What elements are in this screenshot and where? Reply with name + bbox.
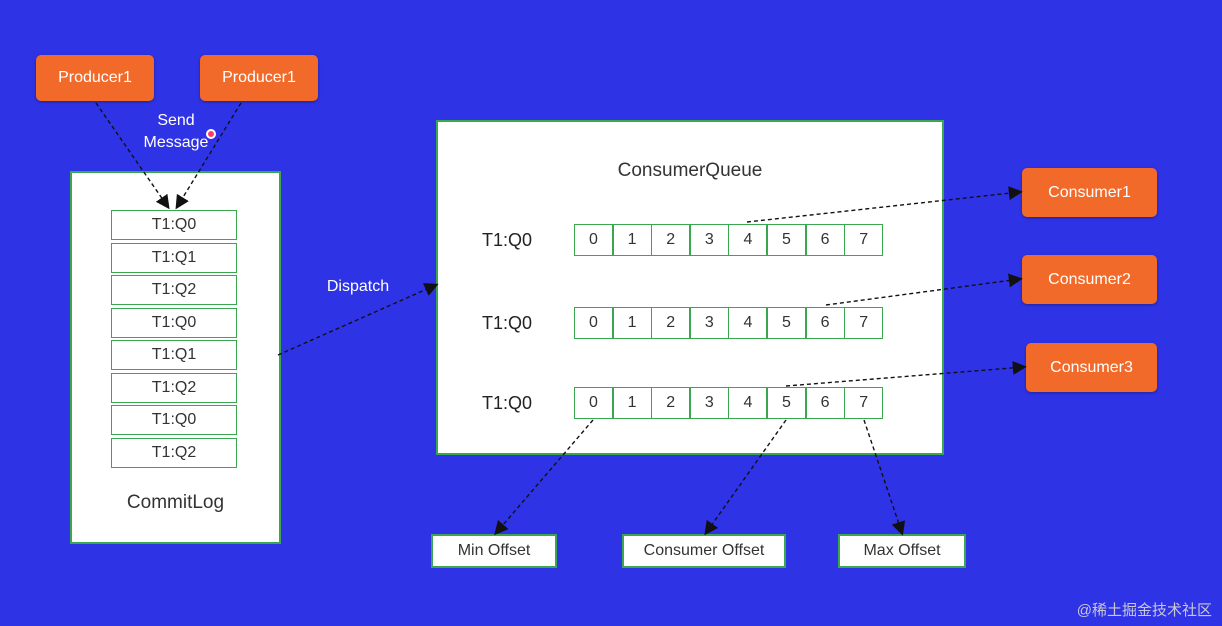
producer-box-1: Producer1 [36, 55, 154, 101]
queue-cell: 4 [728, 224, 768, 256]
queue-cell: 6 [805, 307, 845, 339]
commit-log-entry: T1:Q0 [111, 210, 237, 240]
watermark: @稀土掘金技术社区 [1076, 602, 1212, 619]
queue-cell: 6 [805, 224, 845, 256]
queue-cell: 1 [612, 307, 652, 339]
queue-row-label: T1:Q0 [482, 313, 533, 333]
commit-log-title: CommitLog [126, 492, 225, 513]
queue-cell: 4 [728, 307, 768, 339]
queue-cell: 3 [689, 307, 729, 339]
queue-cell: 1 [612, 387, 652, 419]
queue-cell: 7 [844, 307, 884, 339]
min-offset-box: Min Offset [431, 534, 557, 568]
commit-log-entry: T1:Q0 [111, 405, 237, 435]
queue-cell: 4 [728, 387, 768, 419]
queue-cell: 1 [612, 224, 652, 256]
queue-cell: 7 [844, 387, 884, 419]
queue-cell: 5 [767, 307, 806, 339]
commit-log-entry: T1:Q1 [111, 242, 237, 273]
queue-cell: 2 [651, 307, 691, 339]
consumer-queue-title: ConsumerQueue [617, 160, 763, 181]
queue-cell: 6 [805, 387, 845, 419]
queue-cell: 3 [689, 387, 729, 419]
dispatch-label: Dispatch [326, 278, 390, 295]
commit-log-entry: T1:Q2 [111, 372, 237, 403]
max-offset-box: Max Offset [838, 534, 966, 568]
queue-cell: 0 [574, 307, 613, 339]
queue-row-label: T1:Q0 [482, 230, 533, 250]
commit-log-entry: T1:Q1 [111, 340, 237, 370]
cursor-dot-icon [206, 129, 216, 139]
queue-cell: 0 [574, 224, 613, 256]
commit-log-entry: T1:Q2 [111, 275, 237, 305]
send-message-text: Send Message [143, 112, 209, 151]
consumer-box-1: Consumer1 [1022, 168, 1157, 217]
queue-cell: 2 [651, 224, 691, 256]
queue-cell: 5 [767, 387, 806, 419]
commit-log-entry: T1:Q0 [111, 307, 237, 338]
queue-row-label: T1:Q0 [482, 393, 533, 413]
producer-box-2: Producer1 [200, 55, 318, 101]
consumer-box-3: Consumer3 [1026, 343, 1157, 392]
queue-cell: 3 [689, 224, 729, 256]
consumer-offset-box: Consumer Offset [622, 534, 786, 568]
queue-cell: 7 [844, 224, 884, 256]
queue-cell: 5 [767, 224, 806, 256]
commit-log-entry: T1:Q2 [111, 437, 237, 468]
consumer-box-2: Consumer2 [1022, 255, 1157, 304]
queue-cell: 0 [574, 387, 613, 419]
queue-cell: 2 [651, 387, 691, 419]
